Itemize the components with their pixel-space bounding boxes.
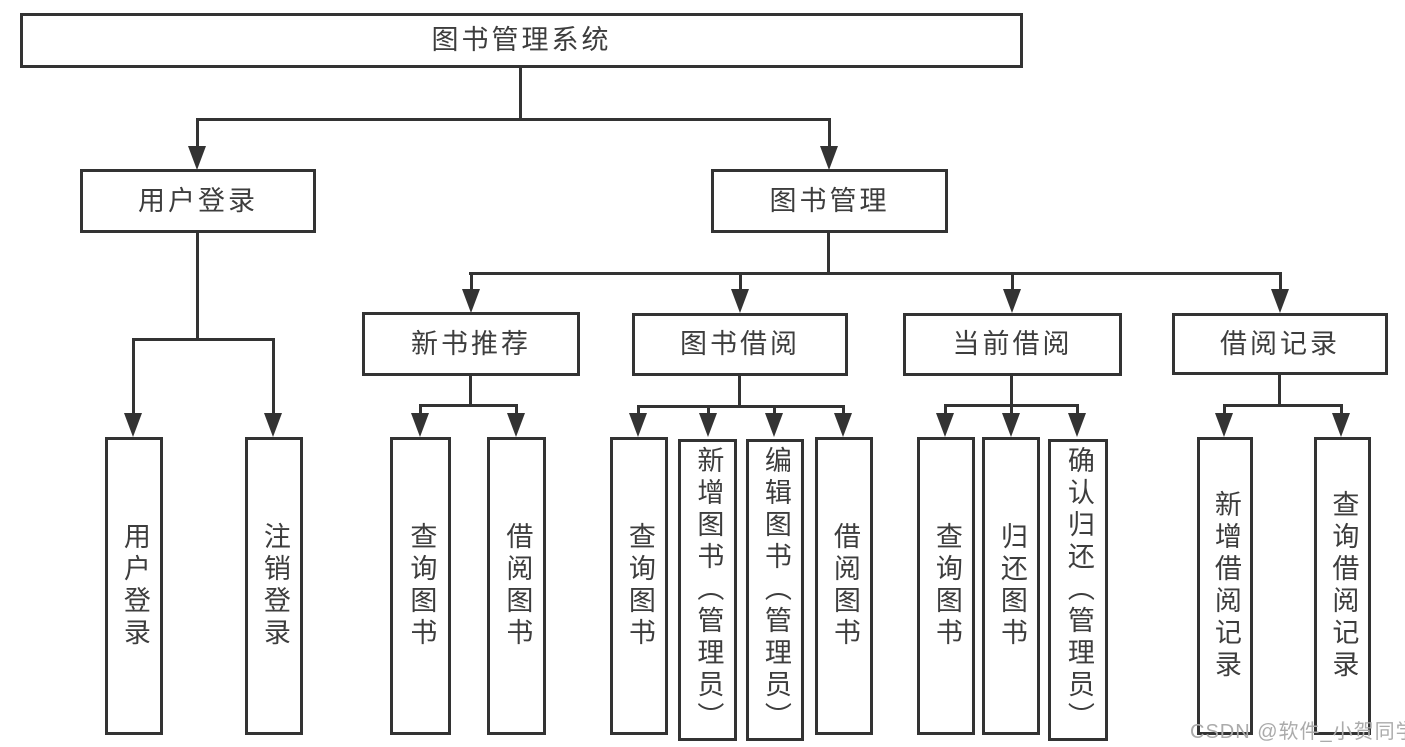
node-label: 借阅图书 [829,522,860,650]
connector-line-vertical [1011,272,1014,292]
node-label: 图书管理系统 [431,25,612,55]
node-label: 新增借阅记录 [1210,490,1241,682]
leaf-borrow-books-recommend: 借阅图书 [487,437,546,735]
connector-line-vertical [827,233,830,273]
connector-line-vertical [519,68,522,118]
connector-line-vertical [1010,376,1013,405]
node-user-login: 用户登录 [80,169,316,233]
node-label: 用户登录 [138,185,258,216]
connector-line-vertical [828,118,831,150]
node-new-book-recommend: 新书推荐 [362,312,580,376]
connector-line-horizontal [944,404,1079,407]
node-label: 借阅记录 [1220,328,1340,359]
connector-line-vertical [419,404,422,416]
node-label: 用户登录 [119,522,150,650]
leaf-add-borrow-record: 新增借阅记录 [1197,437,1253,735]
leaf-query-books-borrowing: 查询图书 [610,437,668,735]
arrowhead-down-icon [629,413,647,437]
arrowhead-down-icon [264,413,282,437]
connector-line-vertical [1010,404,1013,416]
arrowhead-down-icon [507,413,525,437]
leaf-confirm-return-admin: 确认归还（管理员） [1048,439,1108,741]
leaf-user-login: 用户登录 [105,437,163,735]
arrowhead-down-icon [936,413,954,437]
arrowhead-down-icon [731,289,749,313]
node-label: 确认归还（管理员） [1063,446,1094,734]
arrowhead-down-icon [1215,413,1233,437]
connector-line-vertical [739,272,742,292]
node-borrowing-records: 借阅记录 [1172,313,1388,375]
connector-line-vertical [196,118,199,150]
connector-line-vertical [1076,404,1079,416]
arrowhead-down-icon [820,146,838,170]
connector-line-horizontal [637,405,845,408]
leaf-query-books-current: 查询图书 [917,437,975,735]
leaf-return-books: 归还图书 [982,437,1040,735]
connector-line-horizontal [419,404,518,407]
connector-line-vertical [272,338,275,416]
arrowhead-down-icon [1332,413,1350,437]
node-label: 新书推荐 [411,328,531,359]
arrowhead-down-icon [124,413,142,437]
connector-line-vertical [132,338,135,416]
arrowhead-down-icon [462,289,480,313]
arrowhead-down-icon [834,413,852,437]
node-label: 归还图书 [996,522,1027,650]
node-library-system: 图书管理系统 [20,13,1023,68]
node-label: 图书管理 [769,185,890,216]
leaf-query-books-recommend: 查询图书 [390,437,451,735]
connector-line-vertical [515,404,518,416]
arrowhead-down-icon [1002,413,1020,437]
arrowhead-down-icon [1068,413,1086,437]
connector-line-horizontal [132,338,275,341]
connector-line-vertical [944,404,947,416]
node-label: 查询借阅记录 [1328,490,1359,682]
connector-line-vertical [1279,272,1282,292]
leaf-edit-books-admin: 编辑图书（管理员） [746,439,804,741]
connector-line-vertical [707,405,710,416]
connector-line-horizontal [196,118,831,121]
node-label: 查询图书 [624,522,655,650]
connector-line-horizontal [469,272,1282,275]
node-label: 查询图书 [406,522,437,650]
node-label: 编辑图书（管理员） [760,446,791,734]
connector-line-vertical [1278,375,1281,405]
connector-line-vertical [773,405,776,416]
node-book-management: 图书管理 [711,169,948,233]
connector-line-vertical [637,405,640,416]
node-label: 借阅图书 [502,522,533,650]
connector-line-vertical [1340,404,1343,416]
node-label: 查询图书 [931,522,962,650]
arrowhead-down-icon [699,413,717,437]
arrowhead-down-icon [188,146,206,170]
arrowhead-down-icon [1271,289,1289,313]
leaf-add-books-admin: 新增图书（管理员） [678,439,737,741]
arrowhead-down-icon [1003,289,1021,313]
connector-line-horizontal [1223,404,1343,407]
connector-line-vertical [196,233,199,338]
arrowhead-down-icon [765,413,783,437]
leaf-query-borrow-record: 查询借阅记录 [1314,437,1371,735]
connector-line-vertical [1223,404,1226,416]
node-label: 当前借阅 [952,329,1073,359]
node-label: 新增图书（管理员） [693,446,724,734]
node-book-borrowing: 图书借阅 [632,313,848,376]
connector-line-vertical [469,376,472,405]
connector-line-vertical [842,405,845,416]
leaf-borrow-books-borrowing: 借阅图书 [815,437,873,735]
connector-line-vertical [470,272,473,292]
node-label: 图书借阅 [680,329,800,359]
csdn-watermark: CSDN @软件_小贺同学 [1190,721,1405,743]
node-current-borrowing: 当前借阅 [903,313,1122,376]
node-label: 注销登录 [259,522,290,650]
connector-line-vertical [738,376,741,406]
arrowhead-down-icon [411,413,429,437]
leaf-logout: 注销登录 [245,437,303,735]
